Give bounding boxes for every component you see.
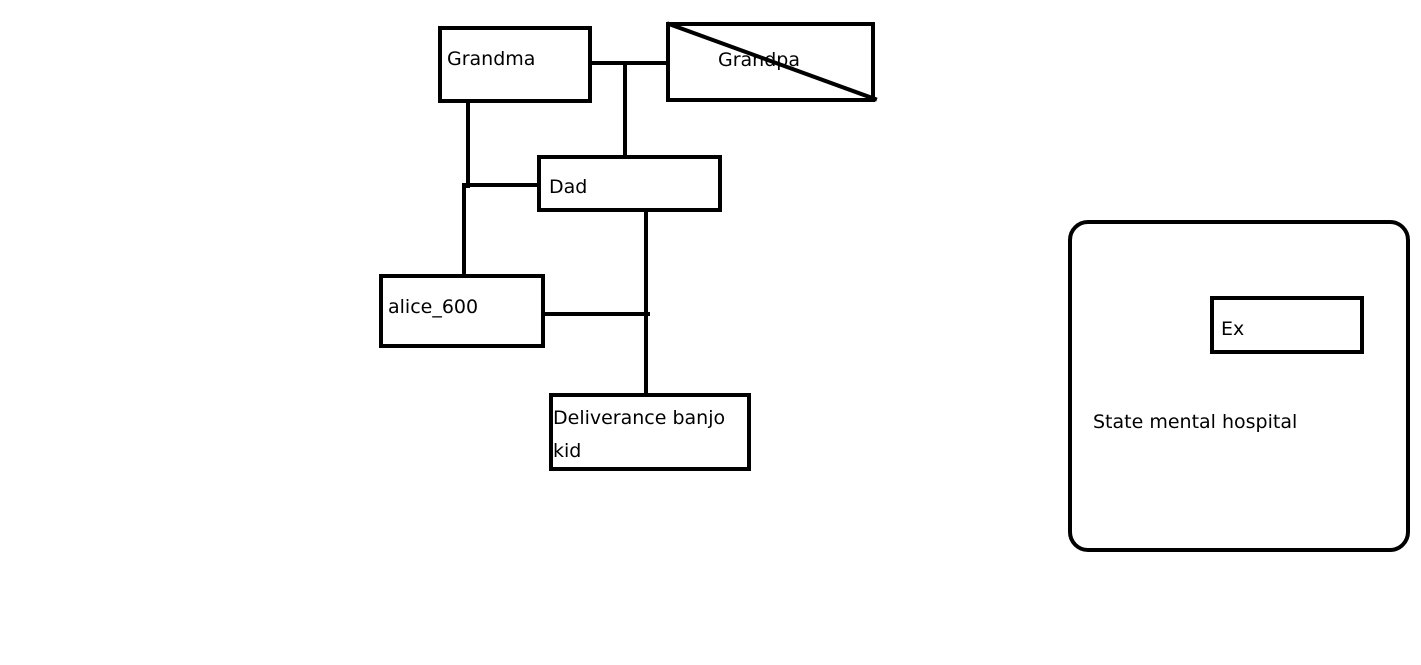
node-kid: Deliverance banjo kid [549, 393, 751, 471]
node-label: Grandma [447, 48, 535, 70]
node-label-line2: kid [553, 440, 581, 462]
node-label: Ex [1221, 318, 1244, 340]
node-grandpa: Grandpa [666, 21, 878, 102]
group-hospital: State mental hospital [1068, 220, 1410, 552]
node-alice: alice_600 [379, 274, 545, 348]
group-label: State mental hospital [1093, 411, 1297, 433]
node-label: alice_600 [388, 296, 478, 318]
node-ex: Ex [1210, 296, 1364, 354]
node-label: Dad [549, 176, 587, 198]
node-grandma: Grandma [438, 26, 592, 103]
node-dad: Dad [537, 155, 722, 212]
strikethrough-line [666, 21, 878, 102]
node-label-line1: Deliverance banjo [553, 407, 725, 429]
